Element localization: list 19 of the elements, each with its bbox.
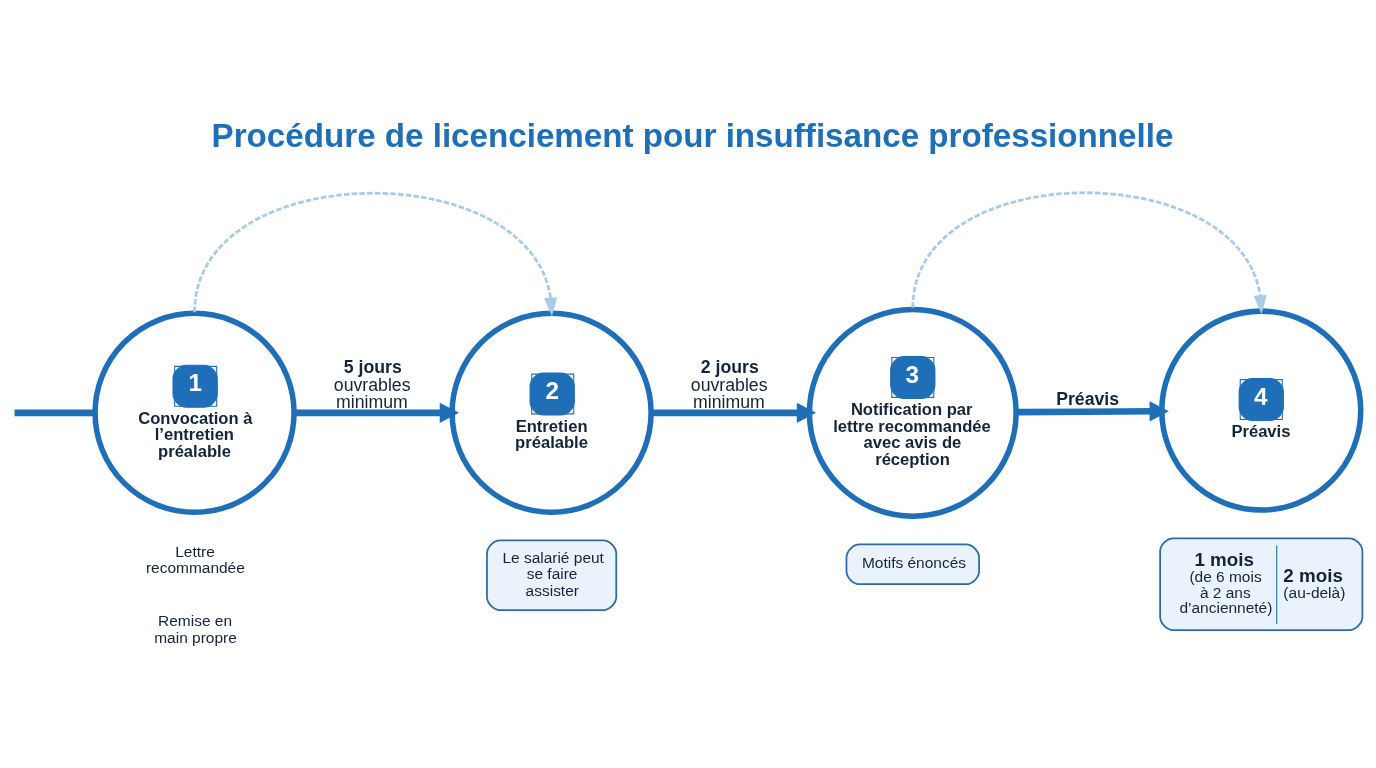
node-circle: 4 Préavis xyxy=(1159,307,1364,513)
node-circle: 3 Notification par lettre recommandée avec avis de réception xyxy=(806,306,1019,519)
node-box: Motifs énoncés xyxy=(845,542,980,585)
diagram-title: Procédure de licenciement pour insuffisance professionnelle xyxy=(211,116,1174,154)
label: Remise en main propre xyxy=(154,611,237,646)
arrow xyxy=(294,402,459,423)
edge-label: Préavis xyxy=(1056,388,1120,409)
connector xyxy=(14,409,95,416)
arrow xyxy=(1016,400,1169,421)
edge-label: 5 jours ouvrables minimum xyxy=(333,356,411,412)
node-box: Le salarié peut se faire assister xyxy=(486,539,618,611)
arrow xyxy=(911,191,1267,314)
node-circle: 2 Entretien préalable xyxy=(449,310,654,515)
node-circle: 1 Convocation à l’entretien préalable xyxy=(92,310,297,515)
node-box: 1 mois (de 6 mois à 2 ans d’ancienneté) 2 mois (au-delà) xyxy=(1159,536,1364,631)
arrow xyxy=(651,402,817,423)
arrow xyxy=(193,191,558,316)
label: Lettre recommandée xyxy=(145,542,245,576)
edge-label: 2 jours ouvrables minimum xyxy=(690,356,768,412)
